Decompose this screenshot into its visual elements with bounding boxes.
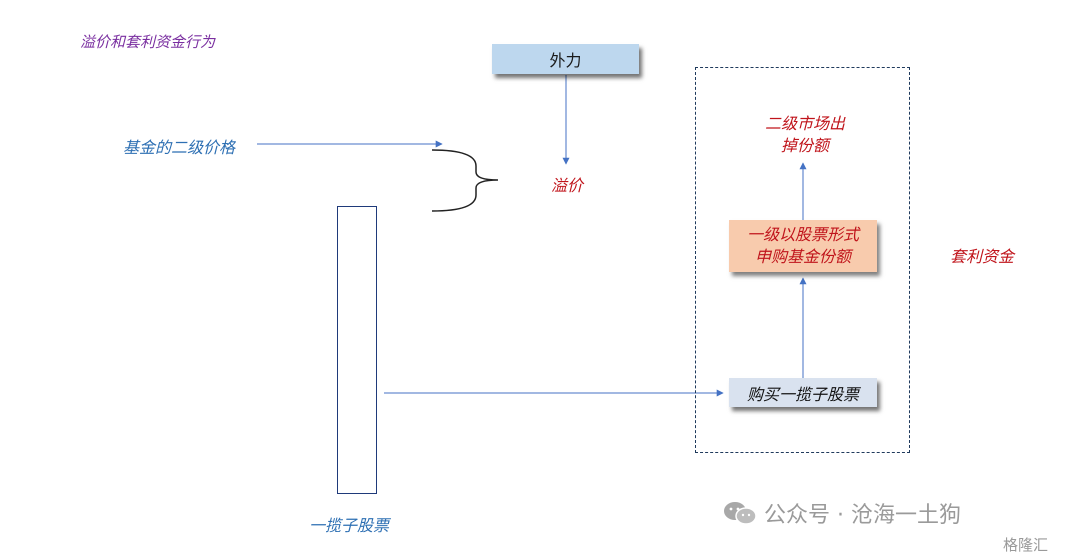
corner-logo: 格隆汇 — [1003, 536, 1049, 554]
watermark-text: 公众号 · 沧海一土狗 — [764, 503, 961, 528]
watermark: 公众号 · 沧海一土狗 — [722, 497, 961, 529]
premium-label: 溢价 — [551, 176, 584, 195]
secondary-sell-label: 二级市场出 掉份额 — [757, 113, 853, 157]
buy-basket-label: 购买一揽子股票 — [746, 384, 859, 404]
wechat-icon — [722, 500, 758, 526]
fund-secondary-price-label: 基金的二级价格 — [123, 138, 236, 157]
external-force-label: 外力 — [549, 51, 582, 70]
curly-brace — [431, 149, 499, 212]
basket-bar — [337, 206, 377, 494]
external-force-box: 外力 — [492, 44, 639, 74]
secondary-sell-line-2: 掉份额 — [780, 136, 829, 155]
primary-subscribe-line-2: 申购基金份额 — [754, 247, 851, 266]
arbitrage-region — [695, 67, 910, 453]
basket-label: 一揽子股票 — [309, 516, 390, 535]
diagram-title: 溢价和套利资金行为 — [80, 33, 216, 51]
buy-basket-box: 购买一揽子股票 — [729, 378, 877, 407]
primary-subscribe-box: 一级以股票形式 申购基金份额 — [729, 220, 877, 272]
secondary-sell-line-1: 二级市场出 — [764, 114, 845, 133]
primary-subscribe-line-1: 一级以股票形式 — [746, 225, 859, 244]
arbitrage-funds-label: 套利资金 — [950, 247, 1015, 266]
